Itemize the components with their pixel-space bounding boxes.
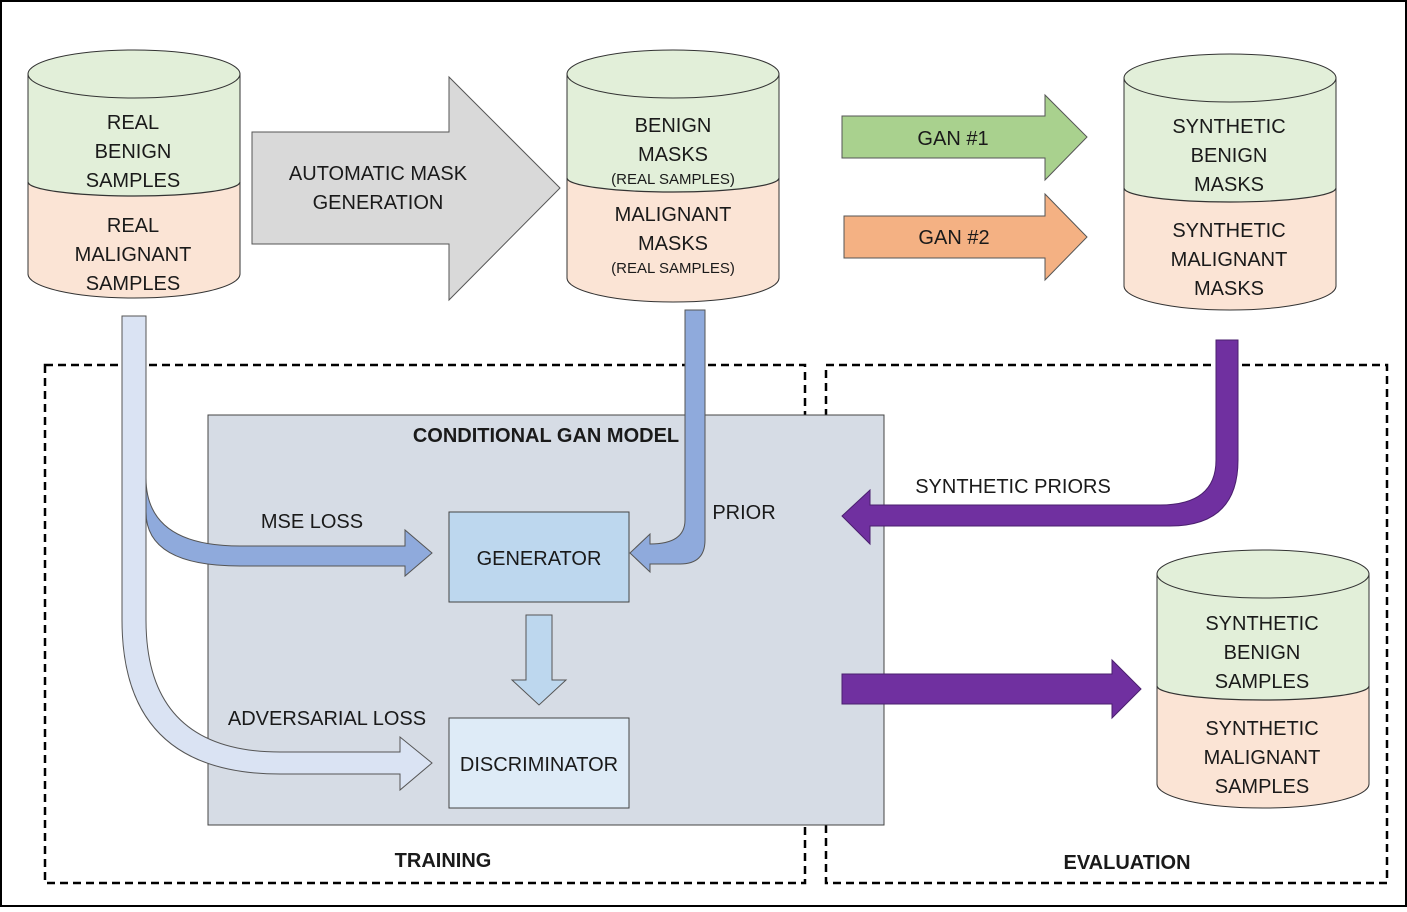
synthetic-benign-samples-line3: SAMPLES [1215, 671, 1309, 693]
gan2-arrow [843, 192, 1088, 282]
mse-loss-arrow [145, 477, 433, 578]
gan1-label: GAN #1 [917, 128, 988, 150]
benign-masks-line2: MASKS [638, 144, 708, 166]
evaluation-label: EVALUATION [1063, 852, 1190, 874]
adversarial-loss-label: ADVERSARIAL LOSS [228, 708, 426, 730]
gan2-label: GAN #2 [918, 227, 989, 249]
model-title: CONDITIONAL GAN MODEL [413, 425, 679, 447]
real-malignant-line2: MALIGNANT [75, 244, 192, 266]
real-benign-line3: SAMPLES [86, 170, 180, 192]
synthetic-masks-database [1123, 53, 1337, 311]
synthetic-malignant-masks-line2: MALIGNANT [1171, 249, 1288, 271]
synthetic-benign-masks-line3: MASKS [1194, 174, 1264, 196]
synthetic-malignant-samples-line2: MALIGNANT [1204, 747, 1321, 769]
malignant-masks-line1: MALIGNANT [615, 204, 732, 226]
synthetic-benign-masks-line2: BENIGN [1191, 145, 1268, 167]
evaluation-output-arrow [841, 658, 1142, 720]
benign-masks-line1: BENIGN [635, 115, 712, 137]
benign-masks-note: (REAL SAMPLES) [611, 171, 735, 188]
real-samples-database [27, 49, 241, 299]
synthetic-malignant-samples-line3: SAMPLES [1215, 776, 1309, 798]
synthetic-malignant-samples-line1: SYNTHETIC [1205, 718, 1318, 740]
mse-loss-label: MSE LOSS [261, 511, 363, 533]
synthetic-priors-label: SYNTHETIC PRIORS [915, 476, 1111, 498]
discriminator-label: DISCRIMINATOR [460, 754, 618, 776]
synthetic-benign-masks-line1: SYNTHETIC [1172, 116, 1285, 138]
synthetic-benign-samples-line2: BENIGN [1224, 642, 1301, 664]
generator-box [448, 511, 630, 603]
discriminator-box [448, 717, 630, 809]
synthetic-malignant-masks-line1: SYNTHETIC [1172, 220, 1285, 242]
generator-label: GENERATOR [477, 548, 602, 570]
real-benign-line1: REAL [107, 112, 159, 134]
synthetic-priors-arrow [841, 339, 1239, 546]
synthetic-benign-samples-line1: SYNTHETIC [1205, 613, 1318, 635]
generator-to-discriminator-arrow [510, 614, 568, 706]
prior-arrow [629, 309, 706, 574]
gan1-arrow [841, 93, 1088, 182]
synthetic-samples-database [1156, 549, 1370, 809]
mask-generation-line1: AUTOMATIC MASK [289, 163, 468, 185]
real-masks-database [566, 49, 780, 303]
real-malignant-line3: SAMPLES [86, 273, 180, 295]
real-benign-line2: BENIGN [95, 141, 172, 163]
malignant-masks-line2: MASKS [638, 233, 708, 255]
adversarial-loss-arrow [121, 315, 433, 792]
synthetic-malignant-masks-line3: MASKS [1194, 278, 1264, 300]
real-malignant-line1: REAL [107, 215, 159, 237]
prior-label: PRIOR [712, 502, 775, 524]
malignant-masks-note: (REAL SAMPLES) [611, 260, 735, 277]
mask-generation-line2: GENERATION [313, 192, 444, 214]
automatic-mask-generation-arrow [251, 75, 561, 302]
training-label: TRAINING [395, 850, 492, 872]
